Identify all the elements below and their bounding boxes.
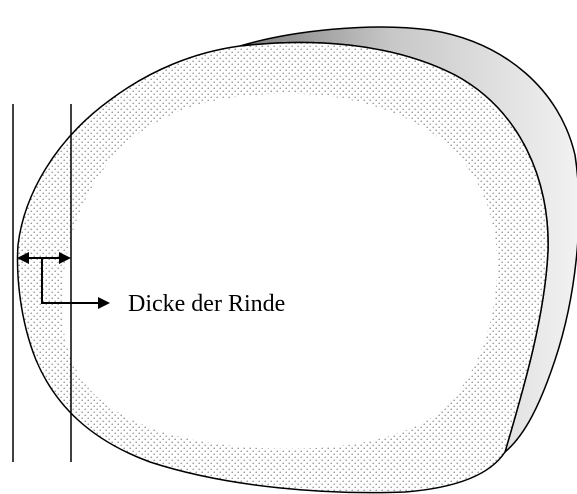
slice-inner-crumb — [61, 93, 498, 449]
crust-thickness-label: Dicke der Rinde — [128, 291, 286, 317]
right-arrow-icon — [41, 258, 110, 309]
double-arrow-icon — [17, 252, 71, 264]
